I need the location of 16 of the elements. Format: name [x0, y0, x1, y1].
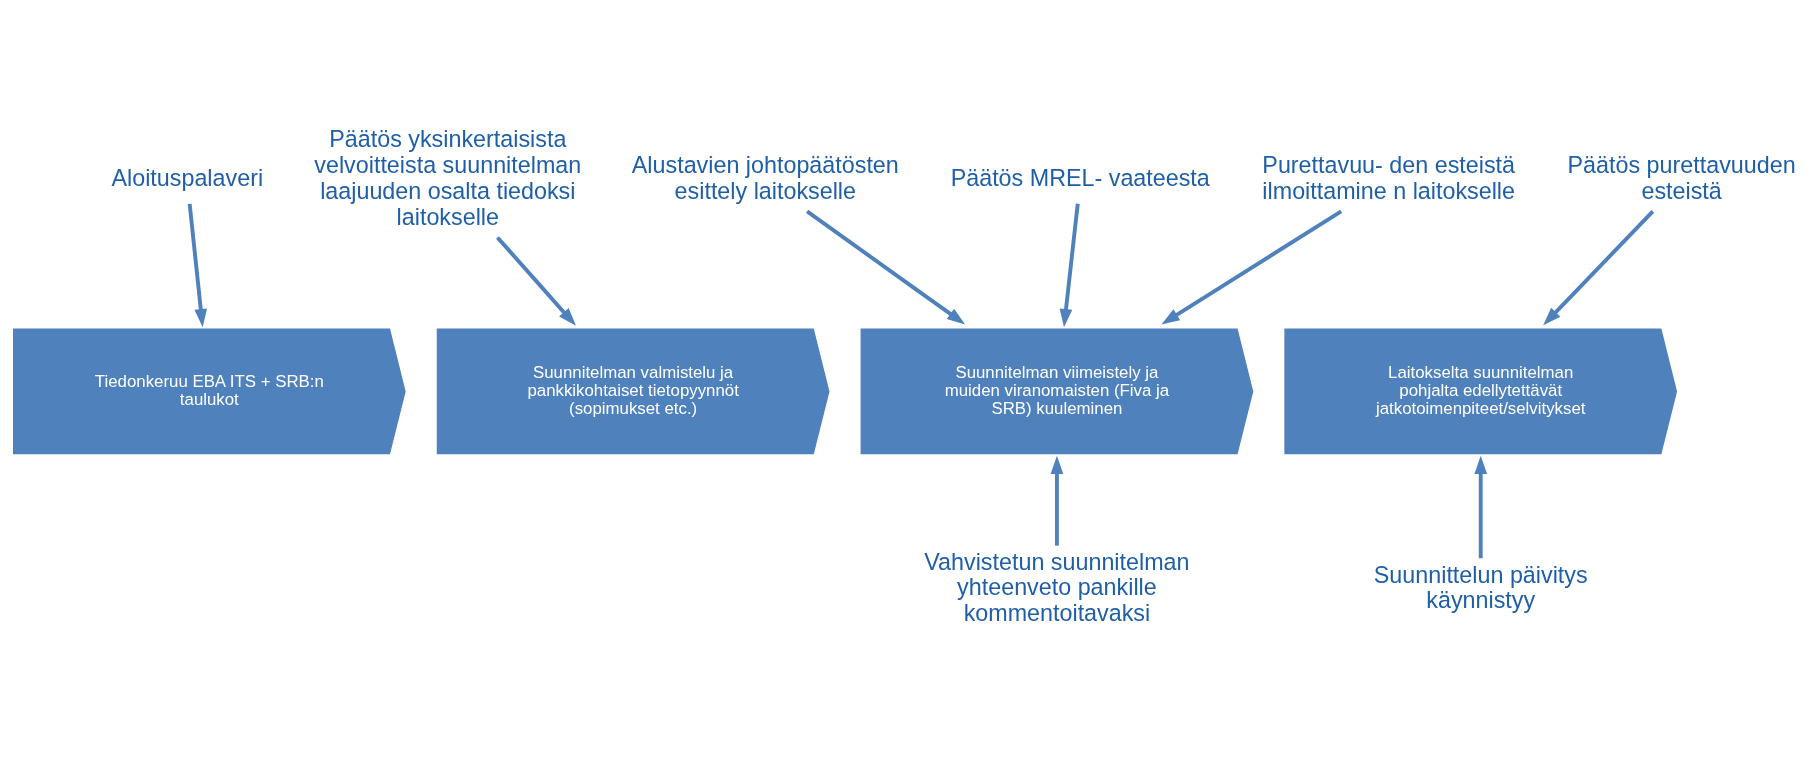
- arrow: [1050, 455, 1064, 546]
- node-text: Suunnittelun päivitys käynnistyy: [1373, 561, 1588, 614]
- node-text: Alustavien johtopäätösten esittely laitokselle: [631, 151, 899, 204]
- arrow: [805, 209, 966, 325]
- node-text: Purettavuu- den esteistä ilmoittamine n laitokselle: [1262, 151, 1516, 204]
- arrow: [1543, 210, 1655, 326]
- arrow: [496, 236, 576, 326]
- arrow: [1059, 203, 1080, 328]
- arrow: [1161, 209, 1343, 325]
- node-text: Vahvistetun suunnitelman yhteenveto pankille kommentoitavaksi: [924, 548, 1190, 627]
- arrow: [1474, 455, 1488, 559]
- arrow: [187, 203, 208, 328]
- node-text: Päätös yksinkertaisista velvoitteista suunnitelman laajuuden osalta tiedoksi laitokselle: [314, 126, 582, 230]
- node-text: Aloituspalaveri: [111, 164, 264, 191]
- node-text: Päätös purettavuuden esteistä: [1567, 151, 1796, 204]
- node-text: Päätös MREL- vaateesta: [950, 164, 1210, 191]
